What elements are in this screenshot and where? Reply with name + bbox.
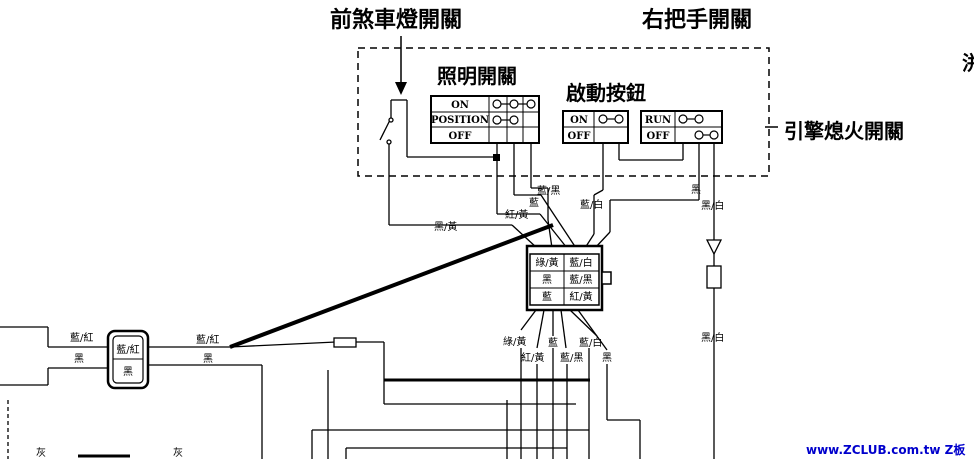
brake-arrow [395,36,407,95]
title-start-button: 啟動按鈕 [566,81,646,105]
start-button-table: ON OFF [562,110,629,144]
lighting-row-off: OFF [449,131,472,142]
wire-label-black: 黑 [691,184,701,196]
connector-cell-0-1: 藍/白 [569,256,592,269]
junction-dot [493,154,500,161]
wire-label-b-blue-white: 藍/白 [579,336,602,349]
connector-cell-0-0: 綠/黃 [535,256,558,269]
plug-bottom-label: 黑 [123,366,133,378]
wire-label-blue-black: 藍/黑 [537,184,560,197]
title-edge-char: 洴 [962,51,974,75]
plug-top-label: 藍/紅 [116,343,139,356]
wire-label-black-white: 黑/白 [701,199,724,212]
wire-label-b-green-yellow: 綠/黃 [503,335,526,348]
wire-label-gray-2: 灰 [173,446,183,459]
brake-switch-symbol [379,99,497,225]
connector-cell-2-0: 藍 [542,290,552,303]
lighting-switch-table: ON POSITION OFF [430,95,540,144]
wire-label-b-black: 黑 [602,352,612,364]
title-kill-switch: 引擎熄火開關 [784,119,904,143]
wire-label-blue-white: 藍/白 [580,198,603,211]
title-lighting-switch: 照明開關 [437,64,517,88]
connector-block: 綠/黃 藍/白 黑 藍/黑 藍 紅/黃 [525,244,612,312]
wire-label-b-blue: 藍 [548,336,558,349]
left-plug: 藍/紅 黑 [106,329,150,390]
wire-label-black-yellow: 黑/黃 [434,220,457,233]
lower-wiring [311,309,641,459]
inline-connector [333,337,384,348]
wire-label-gray-1: 灰 [36,446,46,459]
wire-label-right-black: 黑 [203,353,213,365]
thick-harness [229,223,554,349]
start-row-on: ON [570,115,588,126]
kill-row-run: RUN [645,115,671,126]
lighting-row-position: POSITION [431,115,489,126]
wire-label-right-blue-red: 藍/紅 [196,333,219,346]
watermark[interactable]: www.ZCLUB.com.tw Z板 [806,442,966,457]
kill-row-off: OFF [647,131,670,142]
wire-label-red-yellow: 紅/黃 [505,208,528,221]
start-row-off: OFF [568,131,591,142]
title-right-handle: 右把手開關 [642,7,752,33]
kill-switch-table: RUN OFF [640,110,723,144]
connector-cell-1-0: 黑 [542,274,552,286]
title-headlight: 前煞車燈開關 [330,7,462,33]
wire-label-b-blue-black: 藍/黑 [560,351,583,364]
left-wiring [0,326,337,459]
lighting-row-on: ON [451,100,469,111]
right-branch [705,232,723,459]
connector-cell-1-1: 藍/黑 [569,273,592,286]
wire-label-left-black: 黑 [74,353,84,365]
wire-label-left-blue-red: 藍/紅 [70,331,93,344]
wire-label-blue: 藍 [529,196,539,209]
connector-cell-2-1: 紅/黃 [569,290,592,303]
wire-label-b-red-yellow: 紅/黃 [521,351,544,364]
switch-housing-outline [357,47,770,177]
upper-wiring [389,143,715,249]
wire-label-black-white-2: 黑/白 [701,331,724,344]
